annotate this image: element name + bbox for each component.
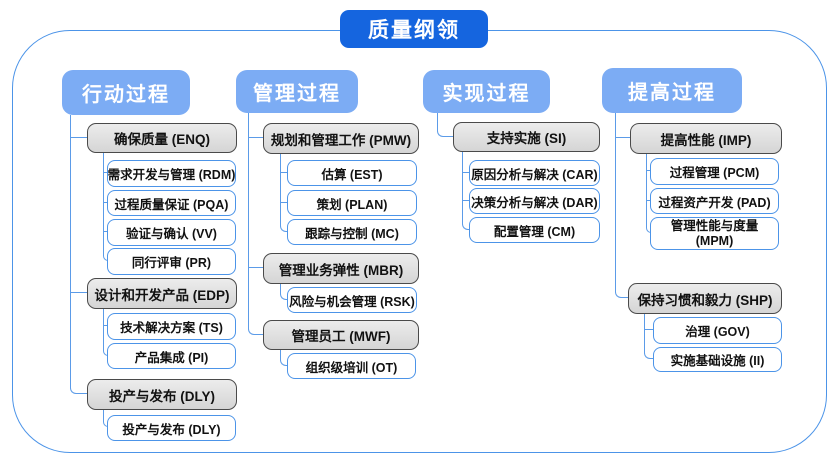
connector-line — [462, 223, 470, 230]
node-dly: 投产与发布 (DLY) — [107, 415, 236, 441]
connector-line — [644, 352, 654, 359]
node-edp: 设计和开发产品 (EDP) — [87, 278, 237, 309]
connector-line — [280, 293, 288, 300]
node-ot: 组织级培训 (OT) — [287, 353, 416, 379]
connector-line — [615, 137, 630, 138]
connector-line — [462, 200, 469, 201]
connector-line — [70, 292, 87, 293]
connector-line — [103, 202, 107, 203]
connector-line — [615, 113, 616, 291]
connector-line — [248, 113, 249, 328]
connector-line — [437, 130, 454, 137]
node-rdm: 需求开发与管理 (RDM) — [107, 160, 236, 187]
connector-line — [280, 152, 281, 225]
node-ts: 技术解决方案 (TS) — [107, 313, 236, 340]
connector-line — [70, 137, 87, 138]
node-enq: 确保质量 (ENQ) — [87, 123, 237, 153]
node-est: 估算 (EST) — [287, 160, 417, 186]
connector-line — [280, 225, 288, 232]
header-realization-process: 实现过程 — [423, 70, 550, 113]
node-si: 支持实施 (SI) — [453, 122, 600, 152]
connector-line — [644, 329, 653, 330]
node-cm: 配置管理 (CM) — [469, 217, 600, 243]
node-shp: 保持习惯和毅力 (SHP) — [628, 283, 782, 314]
node-pqa: 过程质量保证 (PQA) — [107, 190, 236, 216]
node-dly-group: 投产与发布 (DLY) — [87, 379, 237, 410]
connector-line — [103, 172, 107, 173]
connector-line — [70, 115, 71, 387]
node-gov: 治理 (GOV) — [653, 317, 782, 344]
node-vv: 验证与确认 (VV) — [107, 219, 236, 246]
connector-line — [103, 408, 104, 420]
connector-line — [248, 267, 263, 268]
connector-line — [103, 349, 108, 356]
node-pcm: 过程管理 (PCM) — [650, 158, 779, 185]
header-improvement-process: 提高过程 — [602, 68, 742, 113]
connector-line — [280, 202, 287, 203]
connector-line — [280, 282, 281, 293]
node-plan: 策划 (PLAN) — [287, 190, 417, 216]
connector-line — [103, 231, 107, 232]
node-ii: 实施基础设施 (II) — [653, 347, 782, 372]
node-pi: 产品集成 (PI) — [107, 343, 236, 369]
connector-line — [248, 328, 264, 335]
root-node-title: 质量纲领 — [340, 10, 488, 48]
node-imp: 提高性能 (IMP) — [630, 123, 782, 154]
node-mbr: 管理业务弹性 (MBR) — [263, 253, 419, 284]
node-mc: 跟踪与控制 (MC) — [287, 219, 417, 245]
connector-line — [70, 387, 88, 394]
connector-line — [103, 420, 108, 427]
connector-line — [644, 312, 645, 352]
node-mwf: 管理员工 (MWF) — [263, 320, 419, 350]
connector-line — [280, 172, 287, 173]
connector-line — [280, 359, 288, 366]
node-pr: 同行评审 (PR) — [107, 248, 236, 275]
node-rsk: 风险与机会管理 (RSK) — [287, 287, 417, 313]
node-mpm: 管理性能与度量 (MPM) — [650, 217, 779, 250]
node-car: 原因分析与解决 (CAR) — [469, 160, 600, 186]
connector-line — [462, 150, 463, 223]
connector-line — [103, 254, 108, 261]
connector-line — [646, 226, 651, 233]
header-action-process: 行动过程 — [62, 70, 190, 115]
node-pmw: 规划和管理工作 (PMW) — [263, 123, 419, 154]
connector-line — [103, 325, 107, 326]
header-management-process: 管理过程 — [236, 70, 358, 113]
node-pad: 过程资产开发 (PAD) — [650, 188, 779, 214]
connector-line — [646, 152, 647, 226]
connector-line — [646, 200, 650, 201]
connector-line — [437, 113, 438, 130]
connector-line — [462, 172, 469, 173]
connector-line — [103, 307, 104, 349]
connector-line — [646, 170, 650, 171]
connector-line — [248, 137, 263, 138]
node-dar: 决策分析与解决 (DAR) — [469, 188, 600, 214]
connector-line — [280, 348, 281, 359]
connector-line — [615, 291, 629, 298]
